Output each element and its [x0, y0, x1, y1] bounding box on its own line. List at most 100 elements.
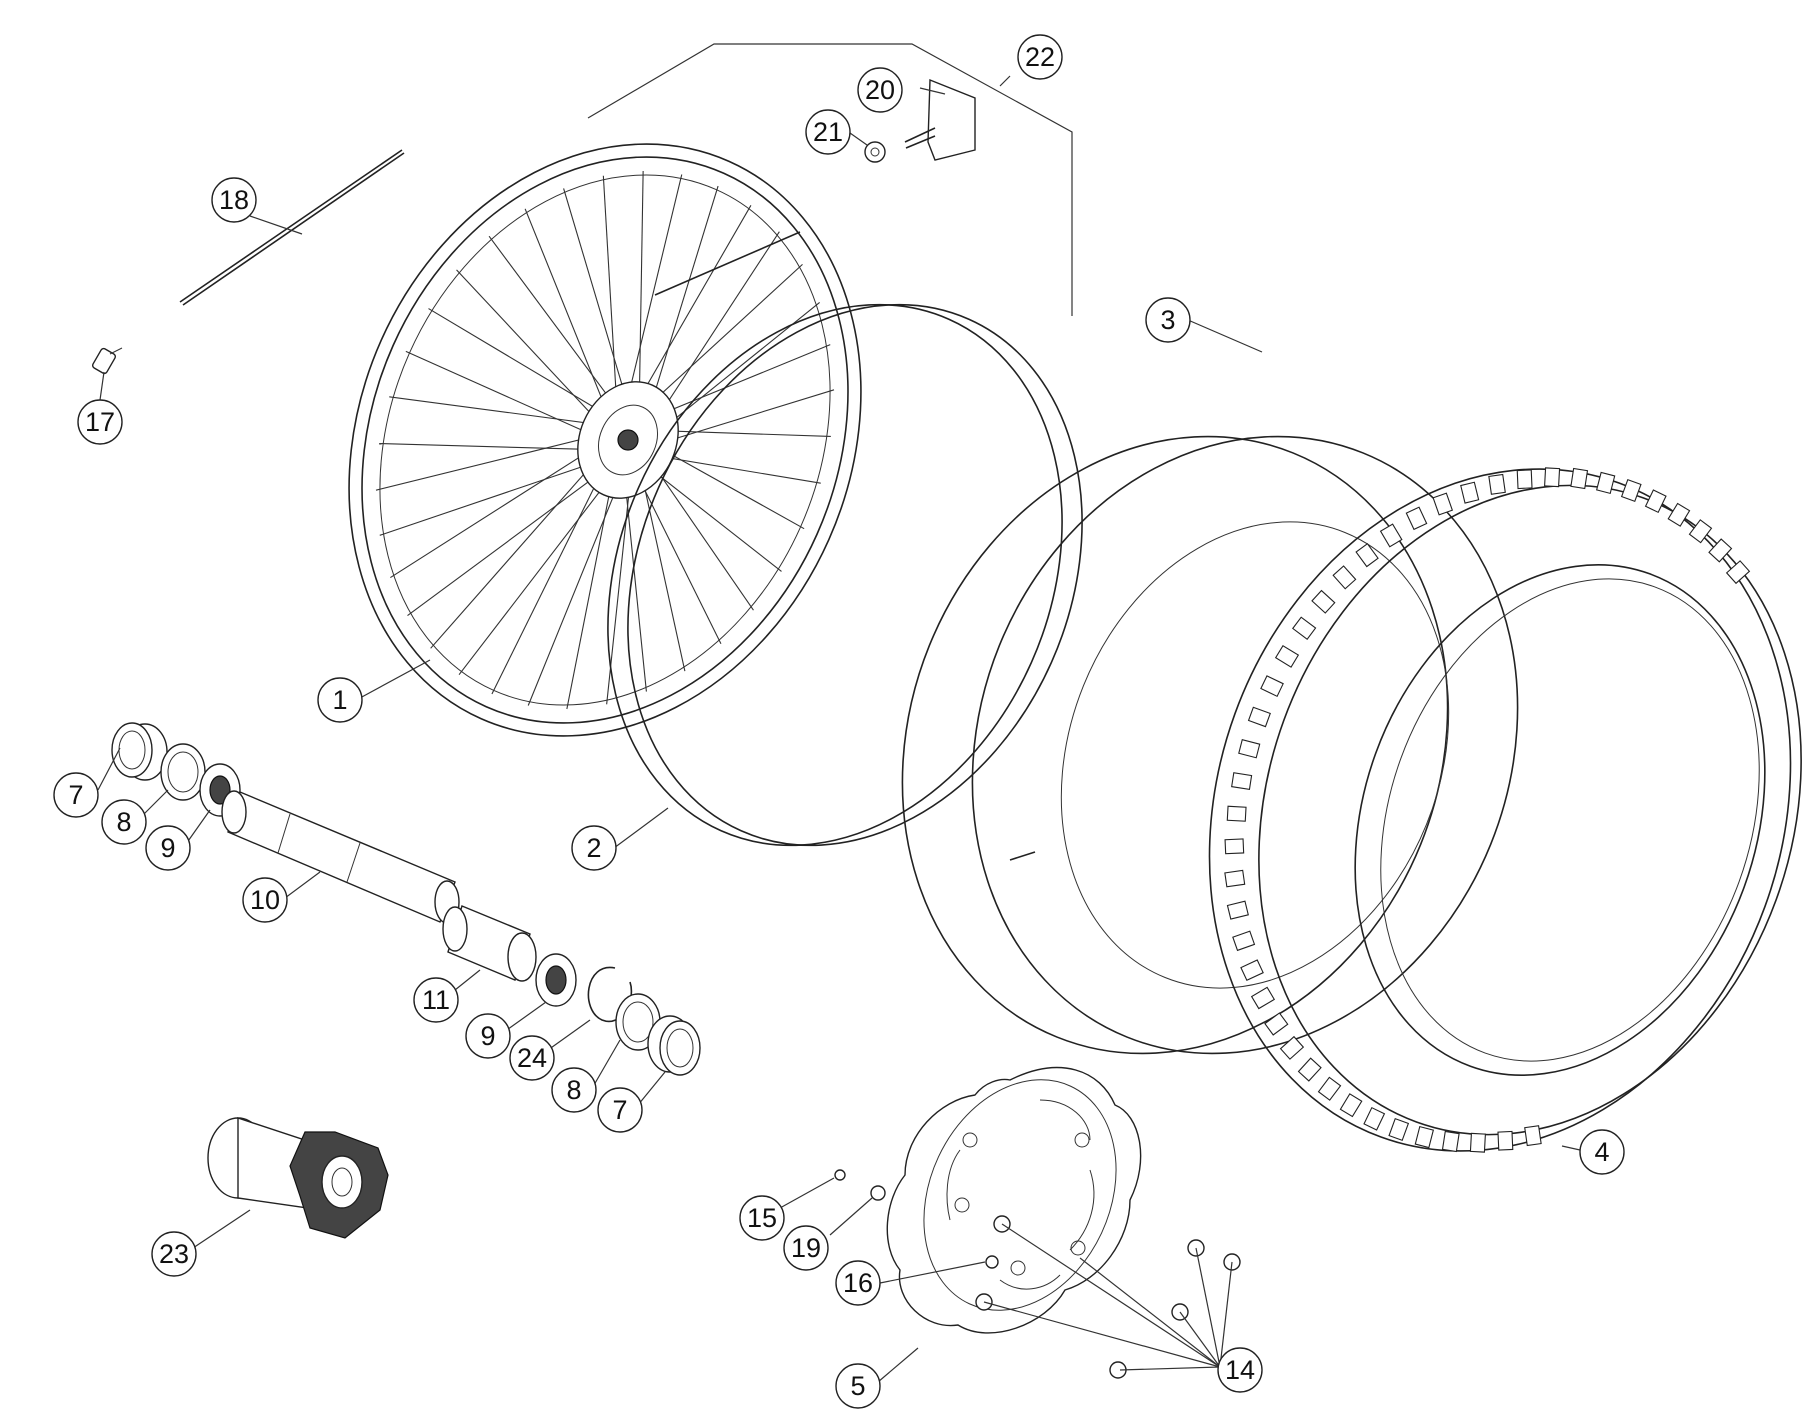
callout-1: 1	[317, 677, 363, 723]
tread-knob	[1460, 481, 1480, 504]
tread-knob	[1432, 492, 1454, 516]
brake-disc-5	[886, 1066, 1142, 1334]
callout-label: 3	[1160, 305, 1175, 335]
spoke-line	[491, 449, 614, 695]
tread-knob	[1247, 706, 1271, 728]
axle-10	[221, 790, 460, 924]
tread-knob	[1224, 869, 1246, 888]
callout-16: 16	[835, 1260, 881, 1306]
rim-lock	[864, 78, 976, 163]
tread-knob	[1708, 538, 1733, 563]
tread-knob	[1226, 805, 1247, 822]
callout-label: 9	[480, 1021, 495, 1051]
tread-knob	[1544, 467, 1561, 488]
callout-11: 11	[413, 977, 459, 1023]
tread-knob	[1297, 1057, 1322, 1082]
callout-21: 21	[805, 109, 851, 155]
callout-22: 22	[1017, 34, 1063, 80]
callout-label: 24	[517, 1043, 547, 1073]
callout-9-left: 9	[145, 825, 191, 871]
tread-knob	[1264, 1012, 1289, 1036]
hub-23	[207, 1117, 389, 1239]
callout-label: 17	[85, 407, 115, 437]
tread-knob	[1232, 930, 1256, 952]
spoke-line	[375, 431, 613, 491]
tread-knob	[1355, 542, 1379, 568]
tread-knob	[1250, 986, 1276, 1010]
inner-tube	[901, 435, 1519, 1055]
spoke-line	[488, 235, 628, 423]
tread-knob	[1620, 478, 1642, 503]
callout-label: 7	[612, 1095, 627, 1125]
callout-10: 10	[242, 877, 288, 923]
spoke-line	[389, 396, 616, 428]
callout-label: 22	[1025, 42, 1055, 72]
leader-lines	[97, 75, 1581, 1383]
tread-knob	[1291, 616, 1317, 641]
tread-knob	[1688, 519, 1713, 544]
tread-knob	[1363, 1106, 1386, 1131]
tread-knob	[1570, 467, 1589, 490]
callout-label: 2	[586, 833, 601, 863]
callout-label: 10	[250, 885, 280, 915]
rim-band	[607, 231, 1083, 861]
tire-tread-knobs	[1224, 467, 1751, 1153]
callout-8-left: 8	[101, 799, 147, 845]
callout-3: 3	[1145, 297, 1191, 343]
tread-knob	[1725, 560, 1751, 585]
callout-17: 17	[77, 399, 123, 445]
right-seal-7	[647, 1015, 701, 1076]
tread-knob	[1667, 502, 1691, 527]
tread-knob	[1405, 506, 1428, 531]
callout-8-right: 8	[551, 1067, 597, 1113]
tread-knob	[1516, 469, 1533, 490]
callout-label: 15	[747, 1203, 777, 1233]
spoke-line	[430, 443, 611, 649]
spacer-sleeve-11	[442, 905, 537, 982]
tread-knob	[1332, 565, 1357, 590]
callout-4: 4	[1579, 1129, 1625, 1175]
tread-knob	[1388, 1117, 1410, 1142]
tread-knob	[1274, 645, 1300, 668]
tread-knob	[1317, 1076, 1342, 1101]
callout-23: 23	[151, 1231, 197, 1277]
callout-label: 1	[332, 685, 347, 715]
disc-bolts-14	[975, 1215, 1241, 1379]
callout-24: 24	[509, 1035, 555, 1081]
callout-14: 14	[1217, 1347, 1263, 1393]
callout-18: 18	[211, 177, 257, 223]
callout-2: 2	[571, 825, 617, 871]
tread-knob	[1644, 489, 1667, 514]
callout-7-right: 7	[597, 1087, 643, 1133]
tread-knob	[1231, 772, 1253, 791]
callout-label: 7	[68, 780, 83, 810]
callout-label: 11	[422, 985, 450, 1015]
callout-label: 8	[566, 1075, 581, 1105]
callout-label: 9	[160, 833, 175, 863]
callout-label: 14	[1225, 1355, 1255, 1385]
tread-knob	[1414, 1125, 1435, 1149]
spoke-nipple	[91, 347, 123, 375]
right-bearing-9	[535, 953, 577, 1007]
washer-15	[834, 1169, 846, 1181]
callout-label: 20	[865, 75, 895, 105]
tread-knob	[1224, 838, 1245, 855]
tread-knob	[1240, 959, 1264, 982]
tread-knob	[1524, 1125, 1542, 1147]
tread-knob	[1311, 589, 1336, 614]
callout-label: 21	[813, 117, 843, 147]
group-bracket-22	[587, 43, 1073, 316]
callout-label: 8	[116, 807, 131, 837]
callout-label: 18	[219, 185, 249, 215]
tread-knob	[1497, 1130, 1514, 1151]
tread-knob	[1595, 471, 1616, 495]
callout-label: 16	[843, 1268, 873, 1298]
callout-15: 15	[739, 1195, 785, 1241]
callout-20: 20	[857, 67, 903, 113]
tread-knob	[1441, 1130, 1460, 1153]
spoked-wheel	[348, 143, 862, 737]
tread-knob	[1379, 523, 1403, 548]
callout-19: 19	[783, 1225, 829, 1271]
knobby-tire	[1208, 467, 1802, 1153]
